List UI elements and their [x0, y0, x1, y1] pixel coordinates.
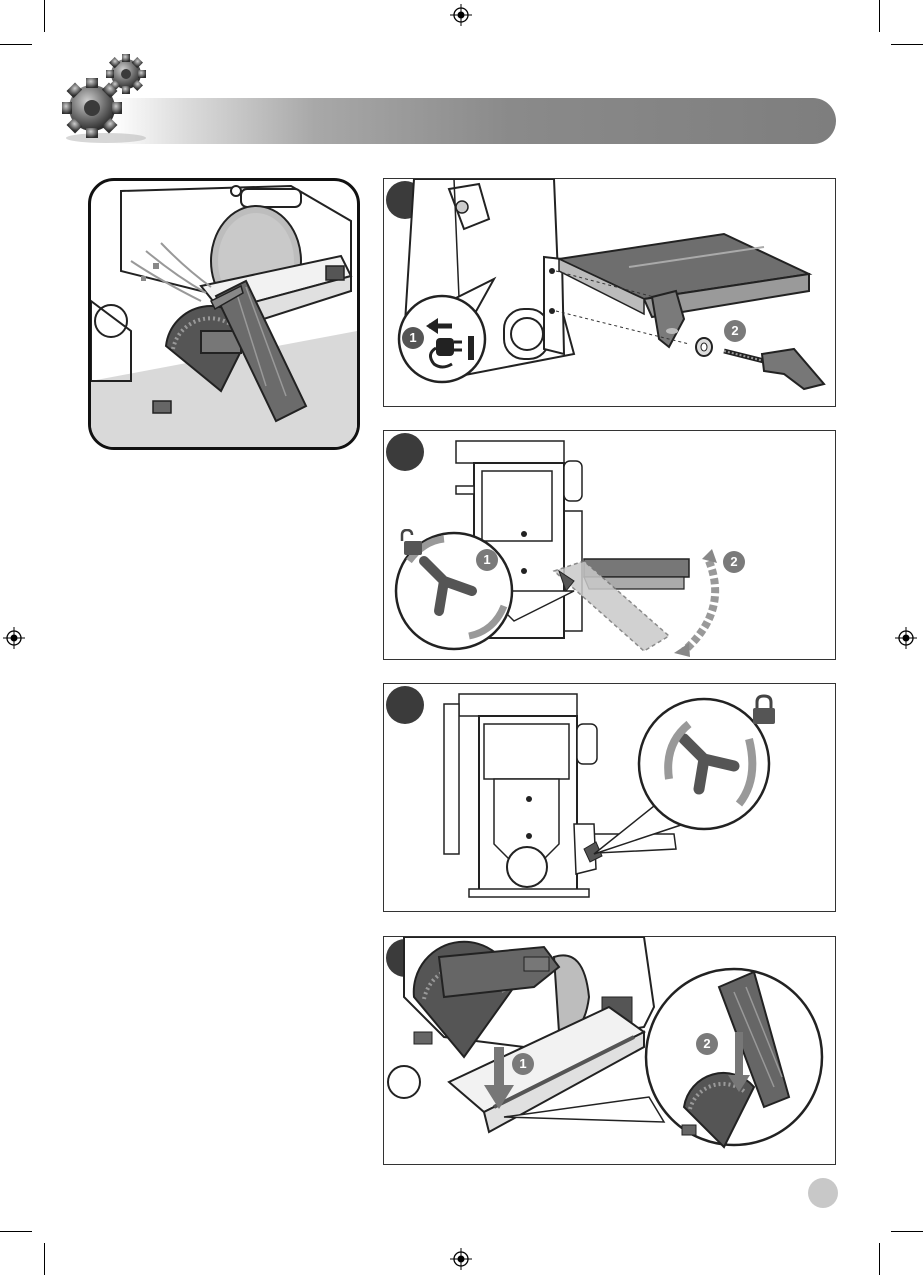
registration-mark-icon [450, 1248, 472, 1270]
page-number-badge [808, 1178, 838, 1208]
callout-2: 2 [724, 320, 746, 342]
registration-mark-icon [895, 627, 917, 649]
disc-sander-drawing [91, 181, 357, 447]
callout-2: 2 [723, 551, 745, 573]
crop-mark [879, 1243, 880, 1275]
crop-mark [0, 1231, 32, 1232]
step-3-panel [383, 683, 836, 912]
unlock-icon [396, 529, 426, 557]
section-header-bar [112, 98, 836, 144]
crop-mark [891, 1231, 923, 1232]
gear-icon [58, 52, 158, 144]
lock-icon [750, 694, 778, 726]
step-2-drawing [384, 431, 835, 659]
crop-mark [891, 44, 923, 45]
unplug-icon [424, 314, 484, 374]
crop-mark [879, 0, 880, 32]
callout-1: 1 [476, 549, 498, 571]
callout-1: 1 [512, 1053, 534, 1075]
crop-mark [0, 44, 32, 45]
step-1-panel: 1 2 [383, 178, 836, 407]
step-4-drawing [384, 937, 835, 1164]
registration-mark-icon [450, 4, 472, 26]
crop-mark [44, 0, 45, 32]
hero-illustration [88, 178, 360, 450]
step-4-panel: 1 2 [383, 936, 836, 1165]
callout-2: 2 [696, 1033, 718, 1055]
step-2-panel: 1 2 [383, 430, 836, 660]
crop-mark [44, 1243, 45, 1275]
registration-mark-icon [3, 627, 25, 649]
callout-1: 1 [402, 327, 424, 349]
